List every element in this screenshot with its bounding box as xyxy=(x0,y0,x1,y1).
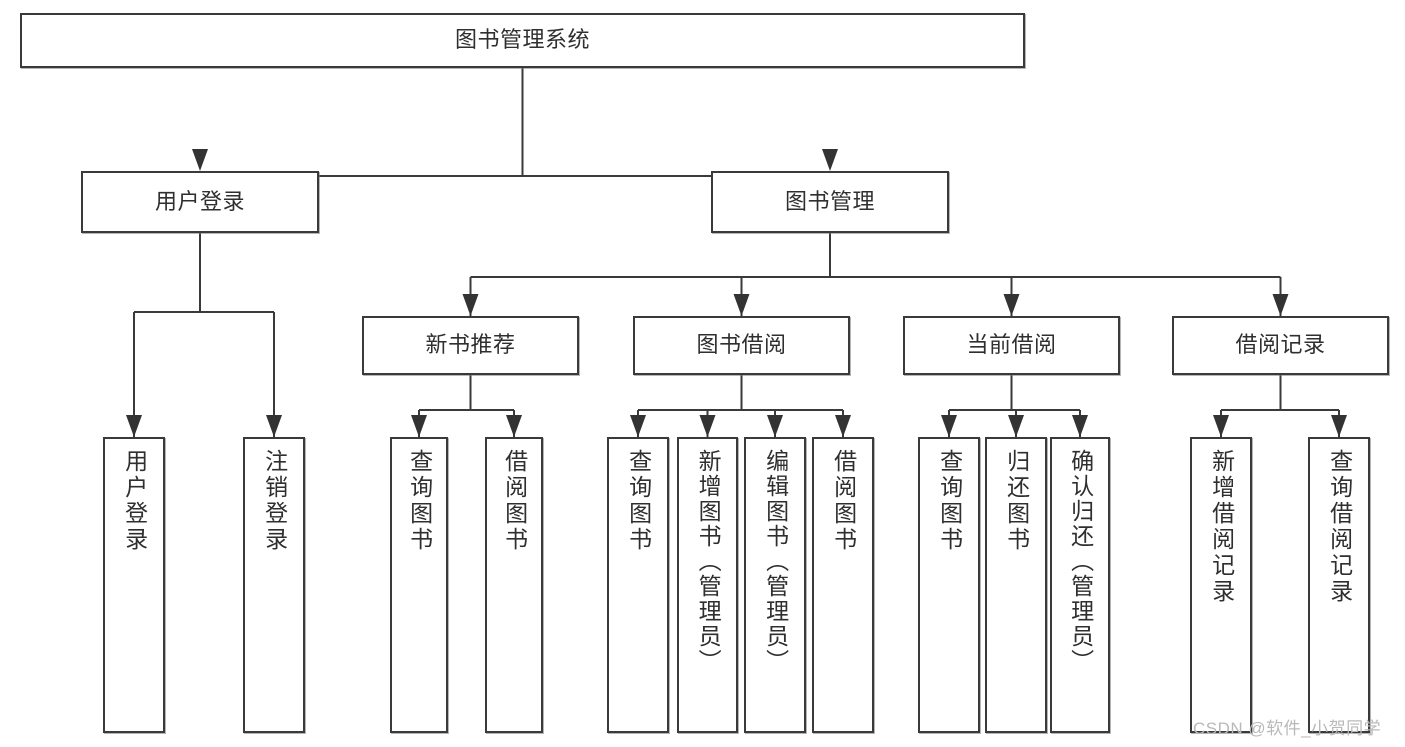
node-label: 图书管理系统 xyxy=(454,27,590,53)
node-label: 借阅记录 xyxy=(1235,332,1326,358)
node-label: 新书推荐 xyxy=(425,332,516,358)
node-l3-borrow-book-a[interactable]: 借阅图书 xyxy=(485,437,543,733)
node-l3-query-book-c[interactable]: 查询图书 xyxy=(918,437,980,733)
node-l3-query-book-b[interactable]: 查询图书 xyxy=(607,437,669,733)
node-label: 图书借阅 xyxy=(696,332,787,358)
node-label: 新增图书（管理员） xyxy=(695,449,722,674)
node-l3-edit-book[interactable]: 编辑图书（管理员） xyxy=(744,437,806,733)
node-l3-user-login[interactable]: 用户登录 xyxy=(103,437,165,733)
node-l2-current-borrow[interactable]: 当前借阅 xyxy=(903,316,1120,375)
node-l3-query-record[interactable]: 查询借阅记录 xyxy=(1308,437,1370,733)
node-label: 查询图书 xyxy=(406,449,433,553)
node-l2-borrow-record[interactable]: 借阅记录 xyxy=(1172,316,1389,375)
node-l2-book-borrow[interactable]: 图书借阅 xyxy=(633,316,850,375)
node-label: 新增借阅记录 xyxy=(1208,449,1235,605)
watermark-label: CSDN @软件_小贺同学 xyxy=(1193,719,1382,738)
node-l3-query-book-a[interactable]: 查询图书 xyxy=(390,437,448,733)
node-label: 编辑图书（管理员） xyxy=(762,449,789,674)
node-l3-logout[interactable]: 注销登录 xyxy=(243,437,305,733)
node-label: 查询图书 xyxy=(936,449,963,553)
node-label: 图书管理 xyxy=(784,188,875,214)
node-label: 确认归还（管理员） xyxy=(1067,449,1094,674)
node-l2-new-book-rec[interactable]: 新书推荐 xyxy=(362,316,579,375)
node-l3-add-book[interactable]: 新增图书（管理员） xyxy=(677,437,738,733)
node-l3-confirm-return[interactable]: 确认归还（管理员） xyxy=(1050,437,1110,733)
node-l1-user-login[interactable]: 用户登录 xyxy=(81,171,319,233)
node-label: 用户登录 xyxy=(121,449,148,553)
node-label: 用户登录 xyxy=(154,188,245,214)
node-label: 借阅图书 xyxy=(501,449,528,553)
node-label: 归还图书 xyxy=(1003,449,1030,553)
node-l3-return-book[interactable]: 归还图书 xyxy=(985,437,1047,733)
node-label: 查询图书 xyxy=(625,449,652,553)
node-label: 当前借阅 xyxy=(966,332,1057,358)
node-label: 注销登录 xyxy=(261,449,288,553)
node-root[interactable]: 图书管理系统 xyxy=(20,13,1025,68)
node-l3-add-record[interactable]: 新增借阅记录 xyxy=(1190,437,1252,733)
node-l1-book-mgmt[interactable]: 图书管理 xyxy=(711,171,949,233)
node-label: 借阅图书 xyxy=(830,449,857,553)
node-l3-borrow-book-b[interactable]: 借阅图书 xyxy=(812,437,874,733)
node-label: 查询借阅记录 xyxy=(1326,449,1353,605)
